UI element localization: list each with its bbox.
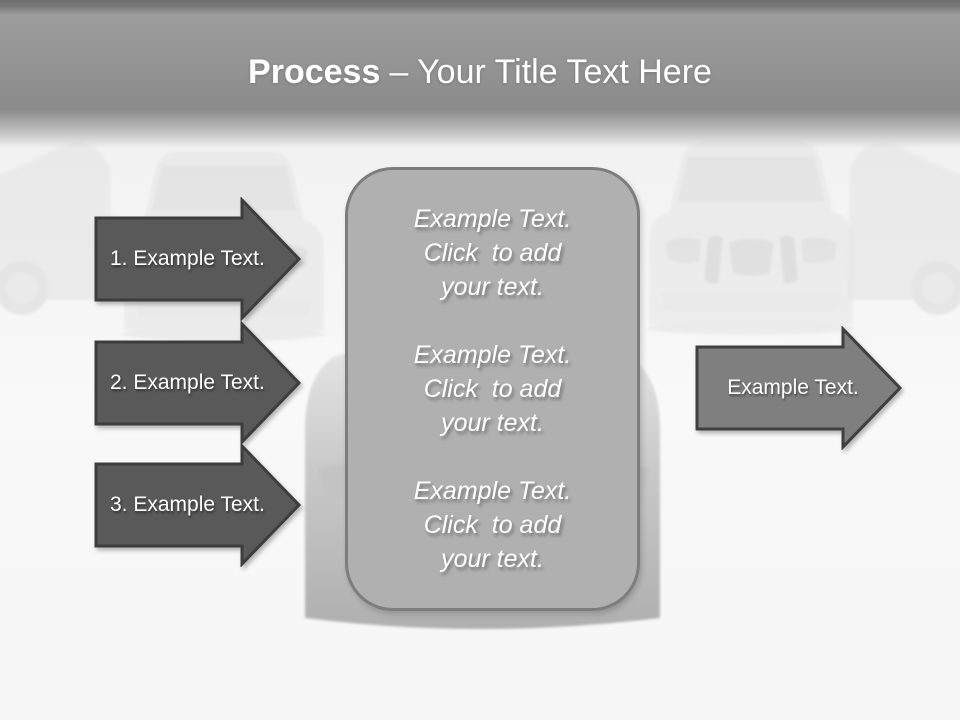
output-arrow-label: Example Text.: [727, 376, 859, 399]
page-title[interactable]: Process– Your Title Text Here: [0, 53, 960, 91]
title-text: – Your Title Text Here: [389, 53, 712, 91]
car-image: [848, 142, 960, 315]
car-image: [647, 142, 856, 336]
step-arrow-2[interactable]: 2. Example Text.: [93, 321, 303, 445]
step-arrow-1-label: 1. Example Text.: [110, 247, 265, 270]
center-text-box[interactable]: Example Text. Click to add your text. Ex…: [345, 167, 640, 611]
slide-header: Process– Your Title Text Here: [0, 0, 960, 148]
arrow-shape: [695, 326, 903, 450]
step-arrow-3-label: 3. Example Text.: [110, 493, 265, 516]
output-arrow[interactable]: Example Text.: [694, 326, 904, 450]
title-keyword: Process: [248, 53, 381, 91]
text-placeholder-3[interactable]: Example Text. Click to add your text.: [413, 477, 572, 573]
text-placeholder-2[interactable]: Example Text. Click to add your text.: [413, 341, 572, 437]
step-arrow-1[interactable]: 1. Example Text.: [93, 197, 303, 321]
step-arrow-3[interactable]: 3. Example Text.: [93, 443, 303, 567]
text-placeholder-1[interactable]: Example Text. Click to add your text.: [413, 205, 572, 301]
arrow-shape: [94, 443, 302, 567]
step-arrow-2-label: 2. Example Text.: [110, 371, 265, 394]
